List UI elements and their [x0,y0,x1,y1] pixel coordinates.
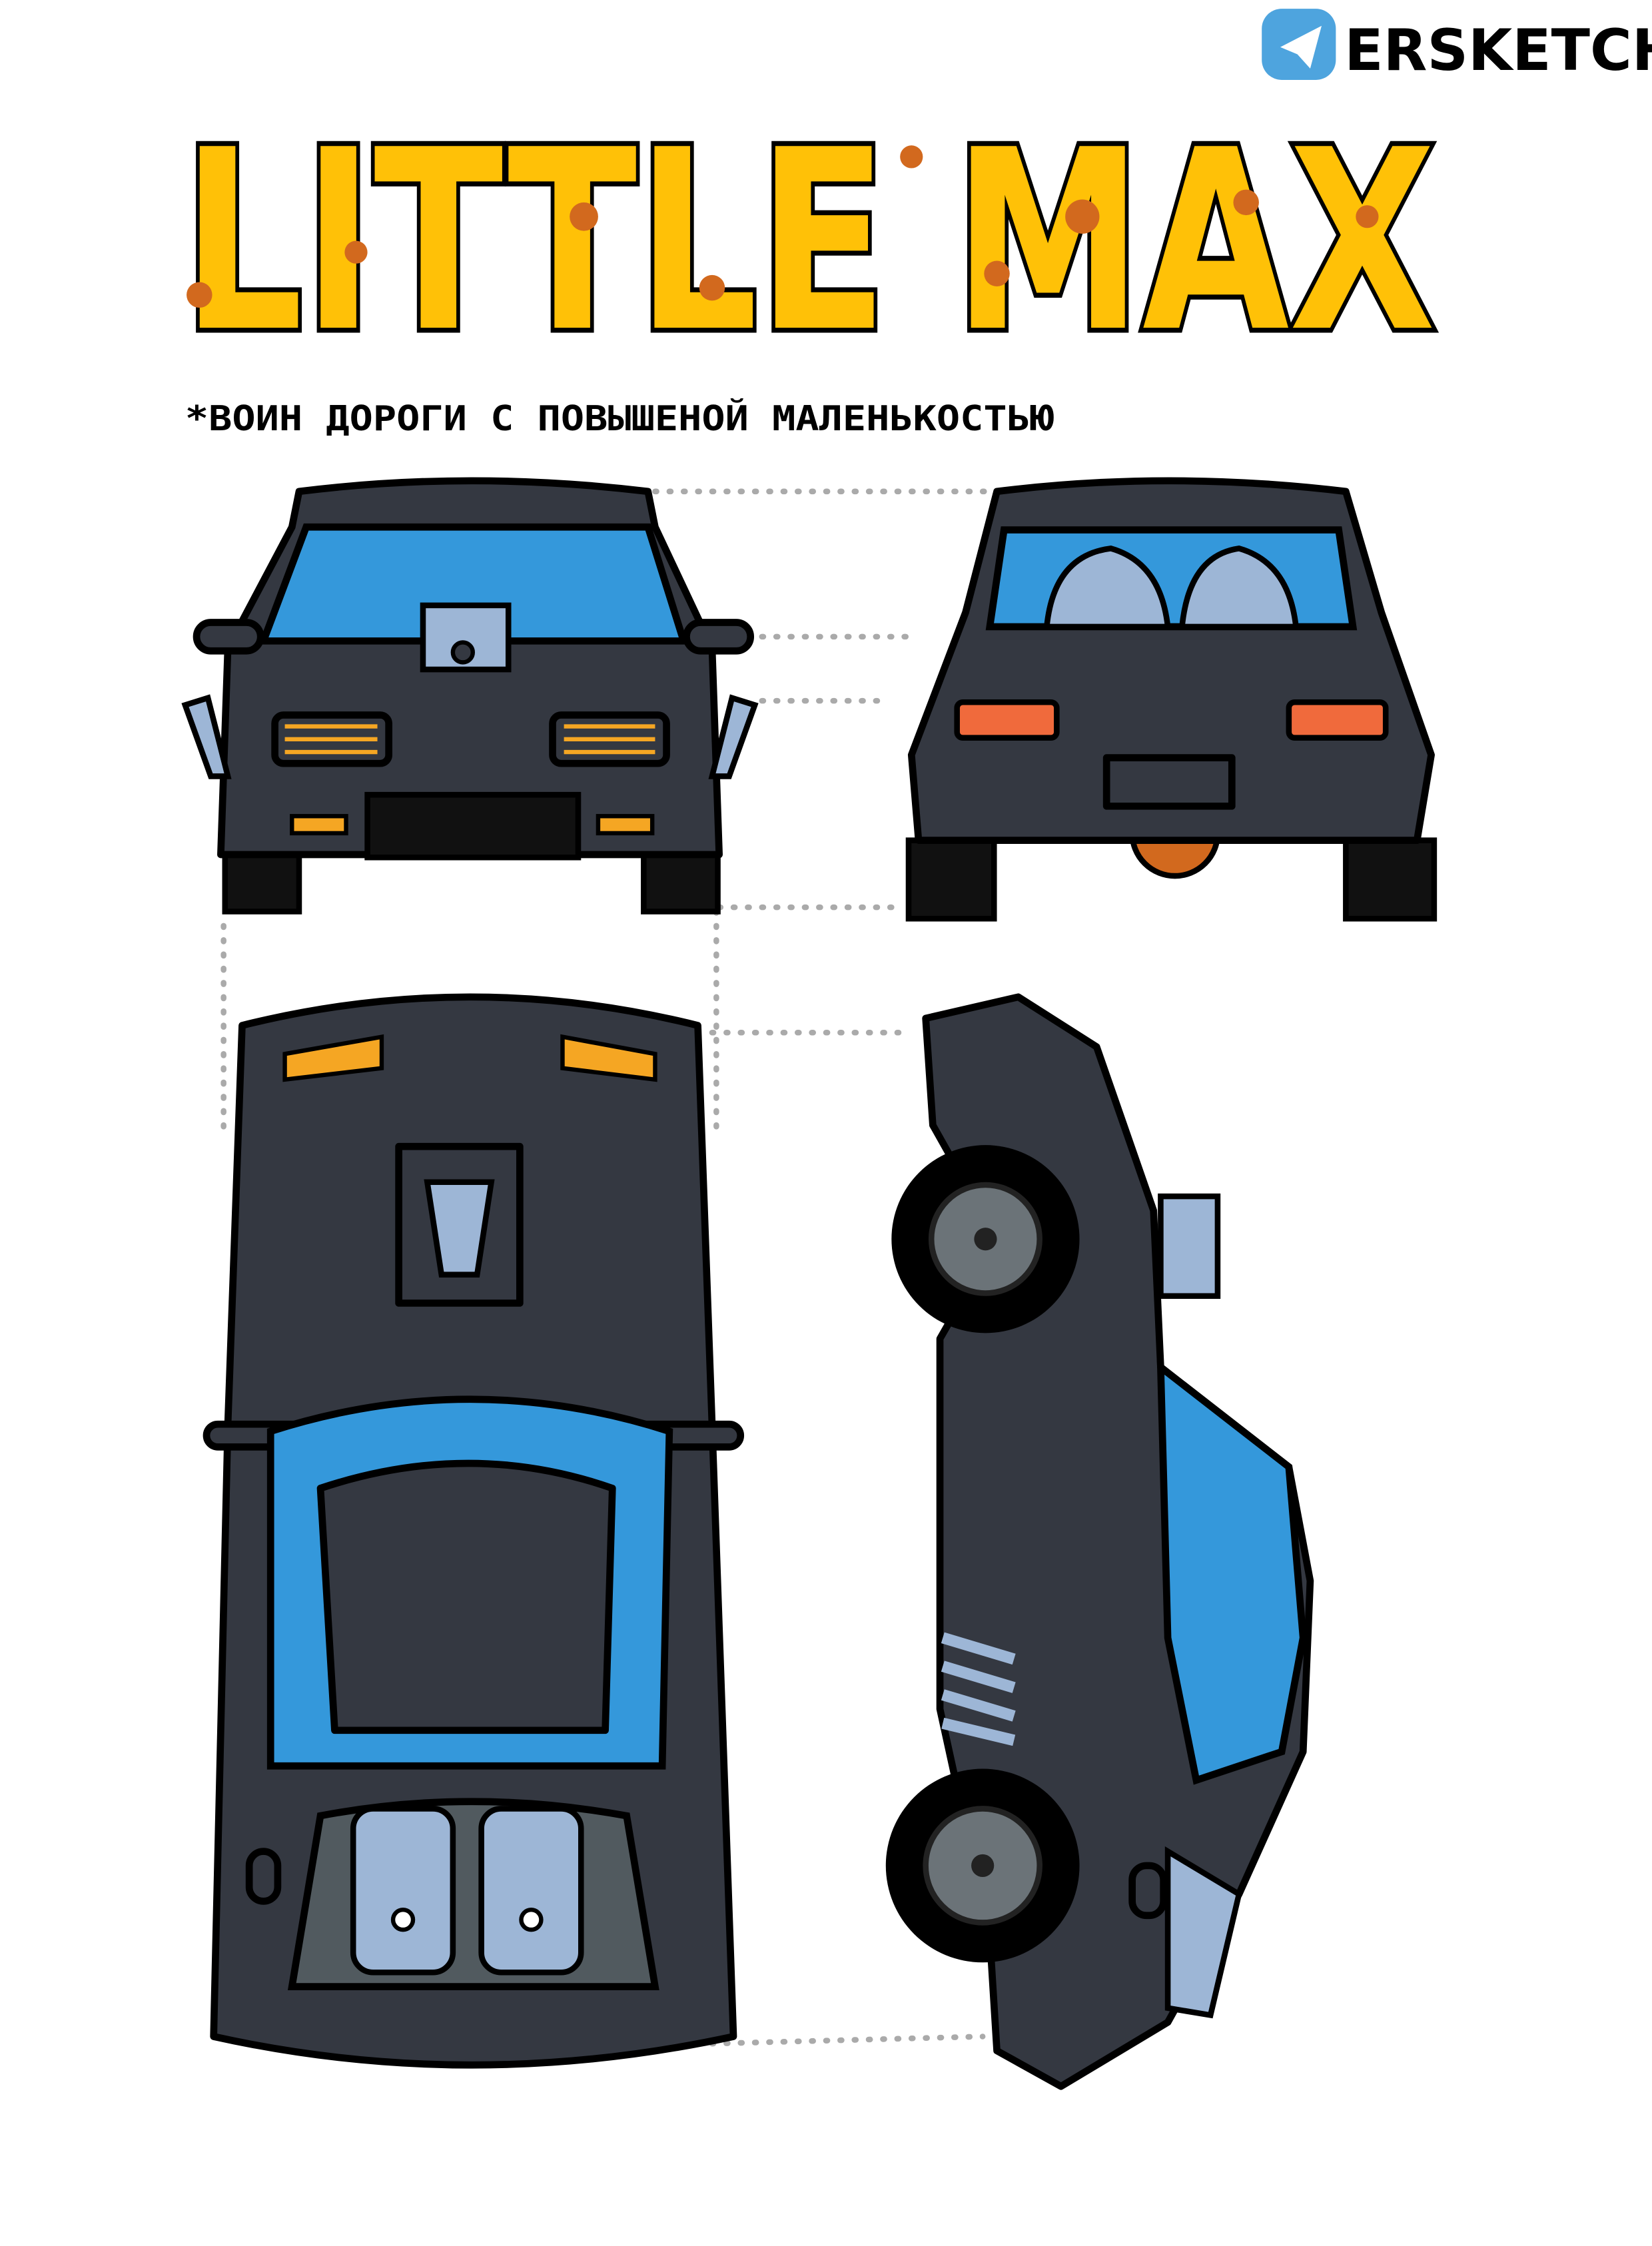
roof [316,1459,616,1734]
brand-name: ERSKETCH [1344,18,1652,84]
side-view [885,993,1314,2090]
wheel [891,1145,1080,1333]
side-window [1156,1359,1307,1785]
rear-view [905,477,1438,922]
taillight [1286,699,1389,741]
headlight-grilles [284,724,655,755]
front-view [181,477,759,915]
cargo-bed [287,1798,659,1990]
exhaust-pipes [941,1632,1016,1746]
fuel-tank [350,1806,456,1976]
license-plate [364,791,582,861]
page-title: LITTLE MAX [183,97,1436,387]
paper-plane-icon [1280,25,1322,69]
supercharger-side [1158,1193,1221,1300]
brand-logo[interactable]: ERSKETCH [1262,9,1652,84]
side-mirror [193,619,264,655]
subtitle: *ВОИН ДОРОГИ С ПОВЫШЕНОЙ МАЛЕНЬКОСТЬЮ [185,398,1054,439]
top-view [203,993,745,2069]
fuel-tank [1043,545,1171,630]
fuel-tank-side [1164,1846,1242,2019]
side-mirror [683,619,755,655]
license-plate [1102,754,1236,810]
fuel-tank [1178,545,1300,630]
taillight [954,699,1060,741]
rust-spots [187,145,1379,308]
rear-window [985,526,1358,631]
fuel-tank [478,1806,584,1976]
alignment-guides [220,488,993,2047]
wheel [885,1768,1080,1963]
